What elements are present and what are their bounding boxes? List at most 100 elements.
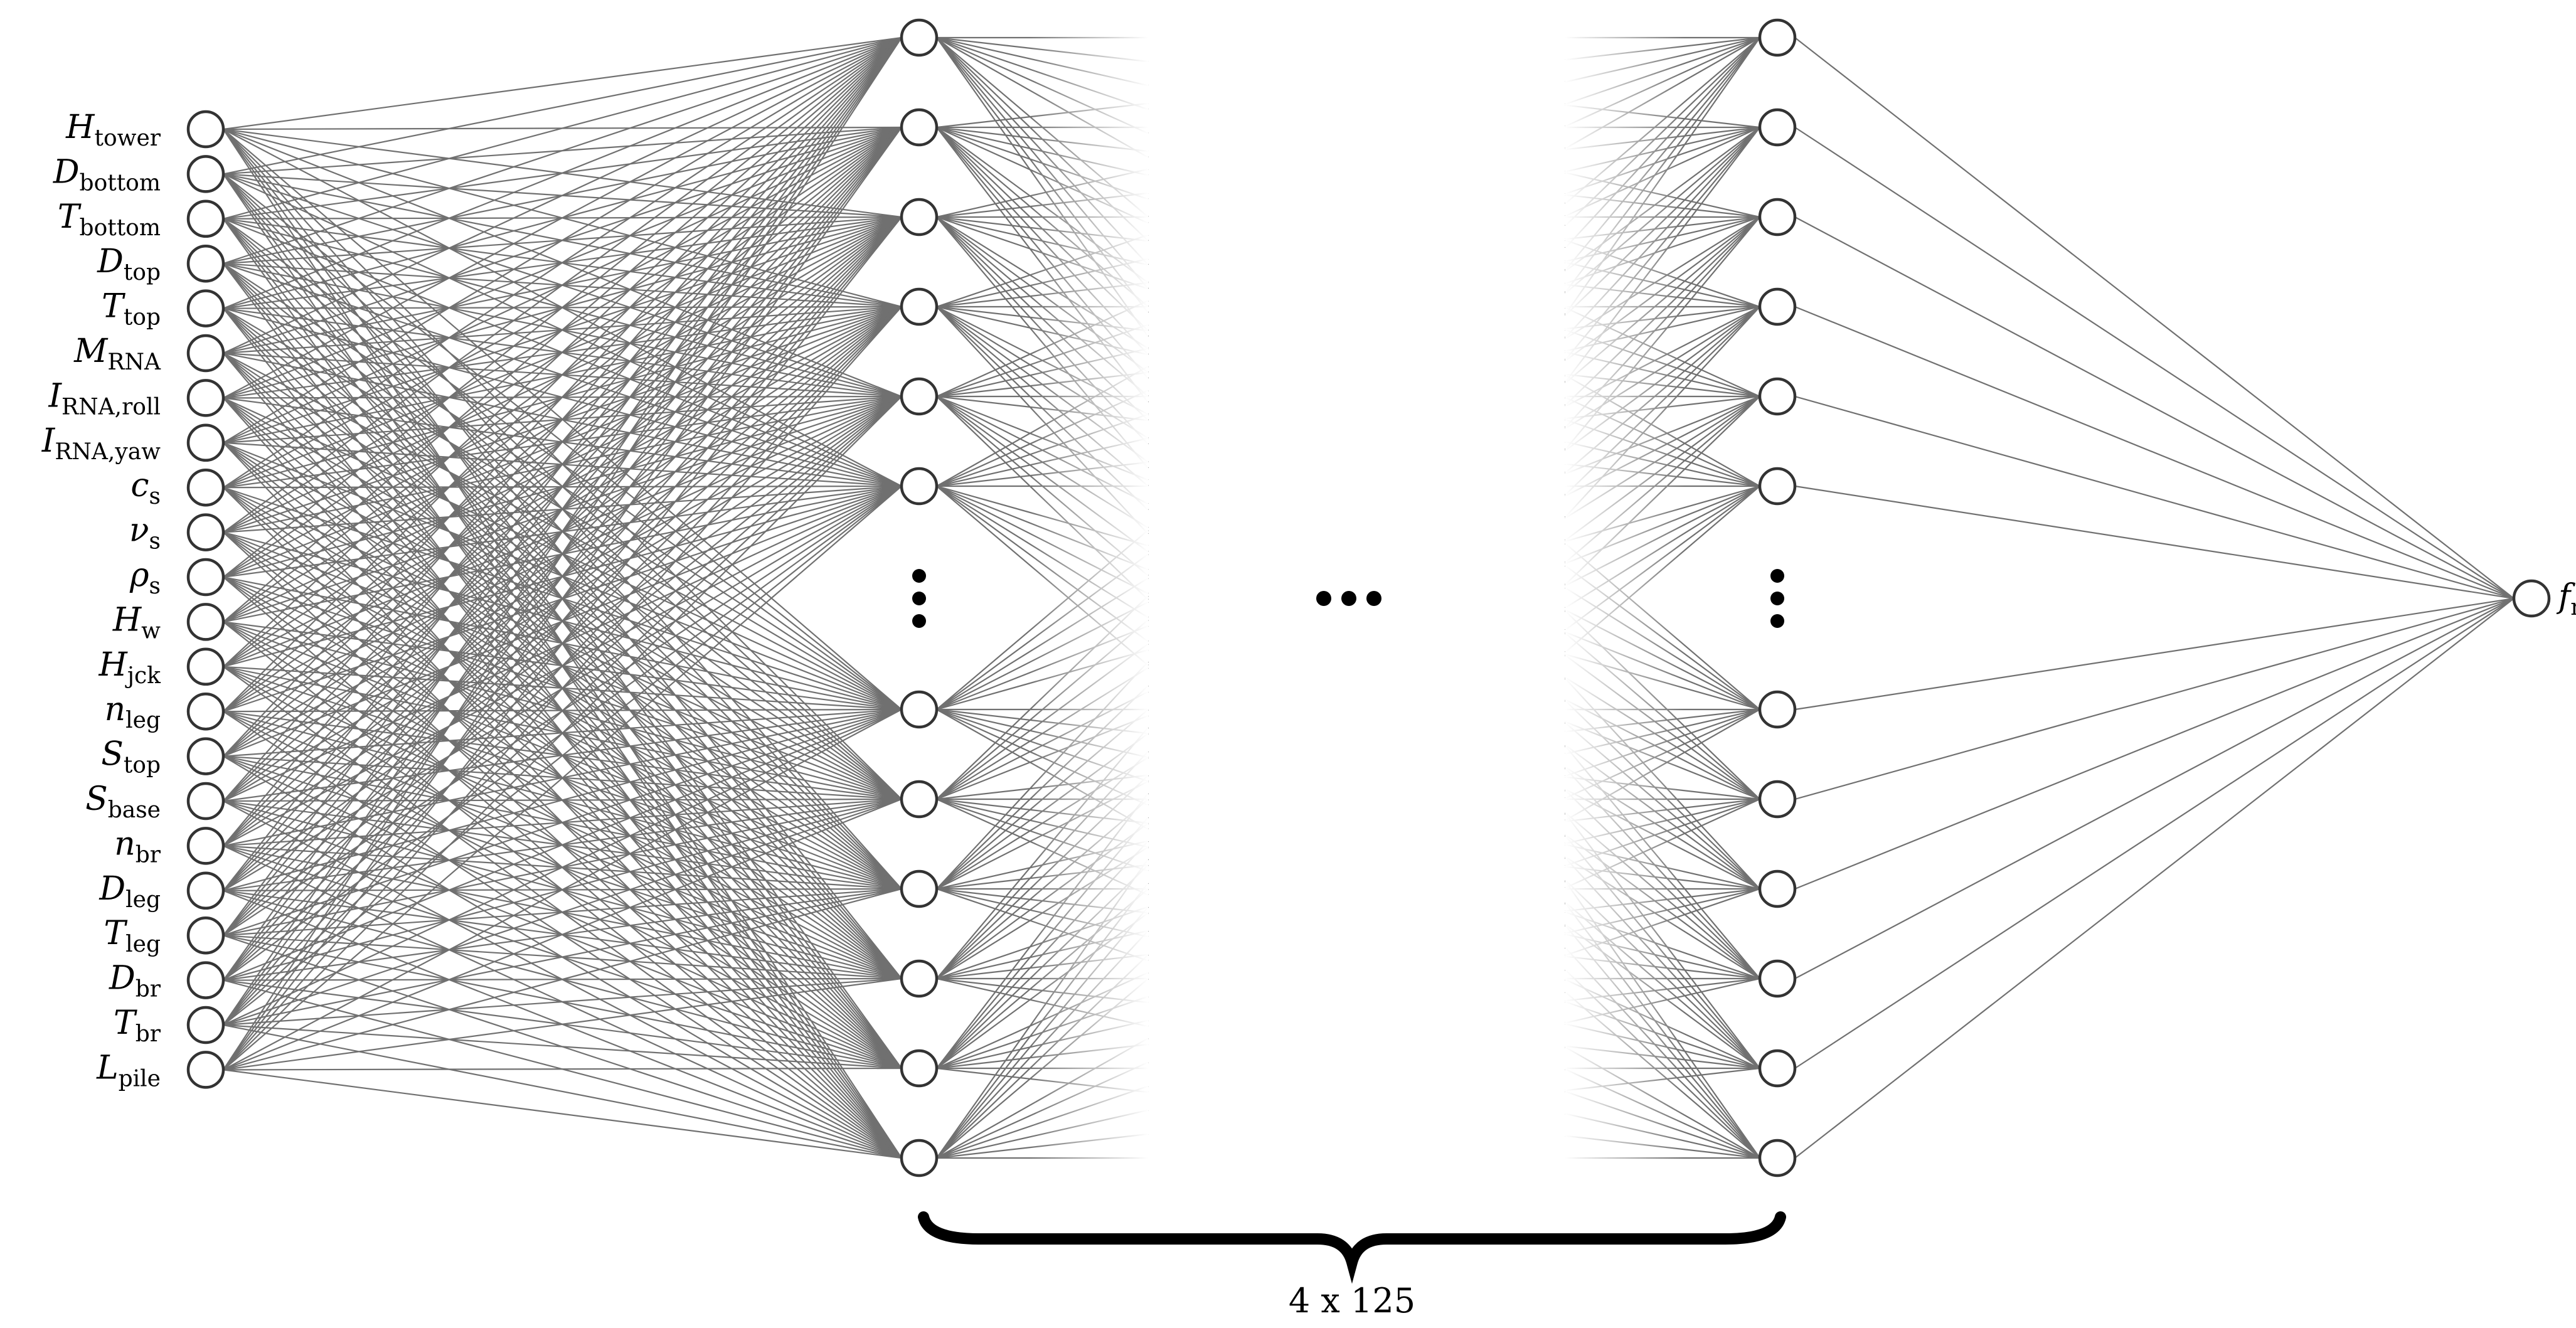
input-variable-symbol: T (104, 915, 127, 952)
edge-line (223, 37, 902, 847)
input-node (186, 961, 225, 999)
edge-line (223, 37, 902, 1071)
horizontal-ellipsis-dot (1316, 591, 1331, 606)
hidden-node-first-layer (900, 869, 939, 908)
edge-line (1794, 127, 2515, 599)
edge-line (223, 306, 902, 1026)
vertical-ellipsis-dot (1770, 592, 1784, 605)
edge-line (223, 37, 902, 489)
edge-line (223, 1024, 902, 1070)
input-node (186, 603, 225, 641)
input-variable-symbol: c (130, 467, 149, 504)
input-variable-subscript: bottom (80, 215, 161, 241)
input-variable-label: Tleg (104, 915, 161, 957)
vertical-ellipsis-dot (1770, 614, 1784, 628)
hidden-node-last-layer (1758, 869, 1797, 908)
edge-line (223, 888, 902, 1071)
edge-line (223, 36, 902, 130)
hidden-node-last-layer (1758, 377, 1797, 416)
hidden-node-last-layer (1758, 198, 1797, 236)
input-node (186, 692, 225, 731)
network-nodes (186, 18, 2551, 1177)
edge-line (223, 37, 902, 623)
edge-line (223, 37, 902, 354)
input-variable-label: ρs (129, 556, 161, 599)
input-variable-subscript: RNA,roll (61, 394, 161, 420)
edge-line (223, 37, 902, 444)
input-variable-symbol: T (102, 288, 125, 326)
edge-line (1794, 216, 2515, 599)
input-variable-symbol: D (98, 870, 125, 908)
edge-line (1794, 598, 2515, 1159)
input-variable-subscript: s (149, 529, 161, 555)
vertical-ellipsis-dot (912, 592, 926, 605)
input-variable-label: Dbr (109, 960, 161, 1002)
input-node (186, 1006, 225, 1044)
input-variable-subscript: bottom (80, 170, 161, 196)
edge-line (223, 216, 902, 1071)
input-variable-label: Ttop (102, 288, 161, 331)
hidden-node-first-layer (900, 959, 939, 998)
input-variable-symbol: S (101, 736, 124, 773)
input-variable-symbol: n (114, 825, 136, 863)
output-node (2512, 579, 2551, 618)
hidden-node-first-layer (900, 287, 939, 326)
input-variable-symbol: M (73, 332, 109, 370)
input-variable-symbol: I (41, 422, 56, 460)
edge-line (223, 798, 902, 1071)
input-variable-label: nbr (114, 825, 161, 868)
input-node (186, 827, 225, 865)
input-variable-label: Dleg (98, 870, 161, 913)
hidden-layers-caption: 4 x 125 (1289, 1281, 1415, 1320)
input-variable-symbol: D (53, 153, 80, 191)
input-variable-symbol: I (48, 377, 62, 415)
input-variable-subscript: br (136, 842, 161, 868)
edge-line (223, 37, 902, 757)
input-variable-subscript: RNA,yaw (55, 439, 161, 465)
edge-line (223, 216, 902, 1026)
input-node (186, 244, 225, 283)
input-variable-subscript: s (149, 484, 161, 509)
input-variable-subscript: jck (125, 663, 161, 689)
edge-line (223, 1067, 902, 1071)
edge-line (223, 36, 902, 309)
input-node (186, 558, 225, 597)
input-node (186, 334, 225, 373)
input-variable-label: Dtop (97, 243, 161, 285)
edge-line (1794, 305, 2515, 600)
edge-line (1794, 37, 2515, 599)
hidden-layers-brace (918, 1211, 1786, 1284)
hidden-node-last-layer (1758, 690, 1797, 729)
input-variable-symbol: T (58, 198, 82, 236)
input-variable-label: IRNA,roll (48, 377, 161, 420)
input-variable-subscript: top (124, 305, 161, 331)
input-variable-label: nleg (105, 691, 161, 733)
input-variable-symbol: H (98, 646, 129, 684)
input-variable-label: Lpile (96, 1049, 161, 1092)
input-variable-subscript: top (124, 753, 161, 778)
input-variable-subscript: RNA (107, 349, 161, 375)
input-variable-label: Sbase (85, 780, 161, 823)
hidden-node-first-layer (900, 1049, 939, 1088)
edge-line (223, 36, 902, 175)
edge-line (1794, 598, 2515, 979)
input-variable-symbol: D (109, 960, 136, 997)
input-variable-subscript: leg (125, 887, 161, 913)
input-variable-label: Tbottom (58, 198, 161, 241)
output-label: fn (2556, 578, 2576, 620)
input-variable-subscript: leg (125, 708, 161, 733)
edge-line (223, 708, 902, 981)
vertical-ellipsis-dot (912, 614, 926, 628)
input-variable-subscript: s (149, 573, 161, 599)
input-variable-label: Hjck (98, 646, 162, 689)
edge-line (223, 1024, 902, 1159)
hidden-node-first-layer (900, 1139, 939, 1177)
hidden-node-first-layer (900, 198, 939, 236)
edge-line (223, 37, 902, 667)
input-variable-subscript: pile (119, 1066, 161, 1092)
edge-line (223, 37, 902, 1026)
input-node (186, 647, 225, 686)
input-variable-symbol: S (85, 780, 108, 818)
input-variable-symbol: ρ (129, 556, 149, 594)
